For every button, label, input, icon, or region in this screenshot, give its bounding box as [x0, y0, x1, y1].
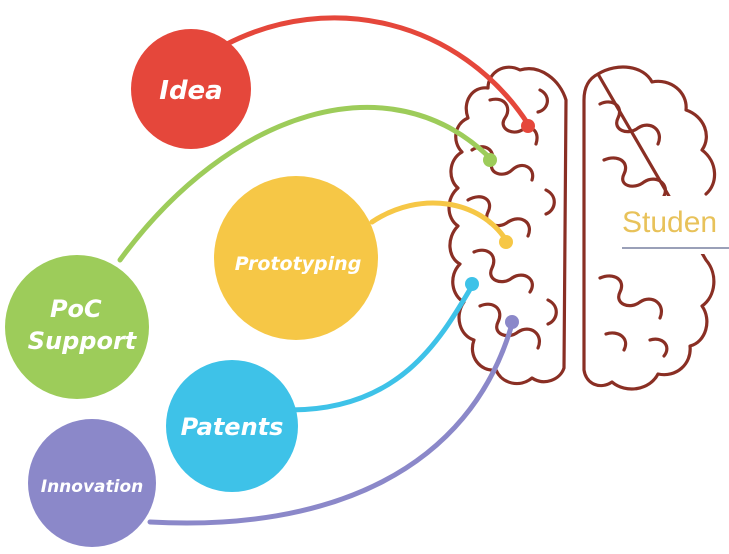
brain-right-gyri-4 [604, 331, 669, 358]
brain-left-gyri-6 [536, 88, 558, 326]
connector-prototyping-endpoint [499, 235, 513, 249]
student-label-backdrop [618, 196, 729, 254]
connector-prototyping [369, 200, 509, 243]
node-innovation-label: Innovation [41, 477, 144, 497]
brain-left-gyri-4 [472, 248, 534, 294]
node-prototyping-circle [214, 176, 378, 340]
node-idea-label: Idea [159, 76, 222, 106]
connector-idea [222, 15, 531, 127]
node-patents-label: Patents [181, 413, 284, 441]
connector-poc-support [117, 104, 493, 263]
node-prototyping: Prototyping [214, 176, 378, 340]
brain-left-gyri-1 [488, 97, 539, 146]
brain-right-gyri-3 [598, 274, 663, 320]
connector-innovation-endpoint [505, 315, 519, 329]
node-prototyping-label: Prototyping [235, 253, 362, 275]
node-patents-circle [166, 360, 298, 492]
connector-patents-endpoint [465, 277, 479, 291]
node-idea-circle [131, 29, 251, 149]
connector-poc-support-endpoint [483, 153, 497, 167]
node-innovation: Innovation [28, 419, 156, 547]
node-patents: Patents [166, 360, 298, 492]
connectors [117, 15, 535, 526]
brain-right-hemisphere [582, 65, 717, 391]
brain-right-gyri-2 [602, 156, 667, 198]
node-poc-support: PoC Support [5, 255, 149, 399]
student-label: Studen [622, 206, 717, 239]
brain-right-gyri-1 [598, 100, 661, 146]
connector-patents [287, 283, 475, 413]
node-innovation-circle [28, 419, 156, 547]
brain-illustration: Studen [447, 65, 729, 391]
brain-left-gyri-2 [470, 145, 535, 182]
connector-innovation [147, 321, 515, 526]
brain-left-hemisphere [447, 65, 568, 386]
brain-left-gyri-5 [478, 302, 541, 350]
node-idea: Idea [131, 29, 251, 149]
node-poc-support-circle [5, 255, 149, 399]
node-poc-support-label: PoC Support [28, 295, 138, 355]
connector-idea-endpoint [521, 119, 535, 133]
